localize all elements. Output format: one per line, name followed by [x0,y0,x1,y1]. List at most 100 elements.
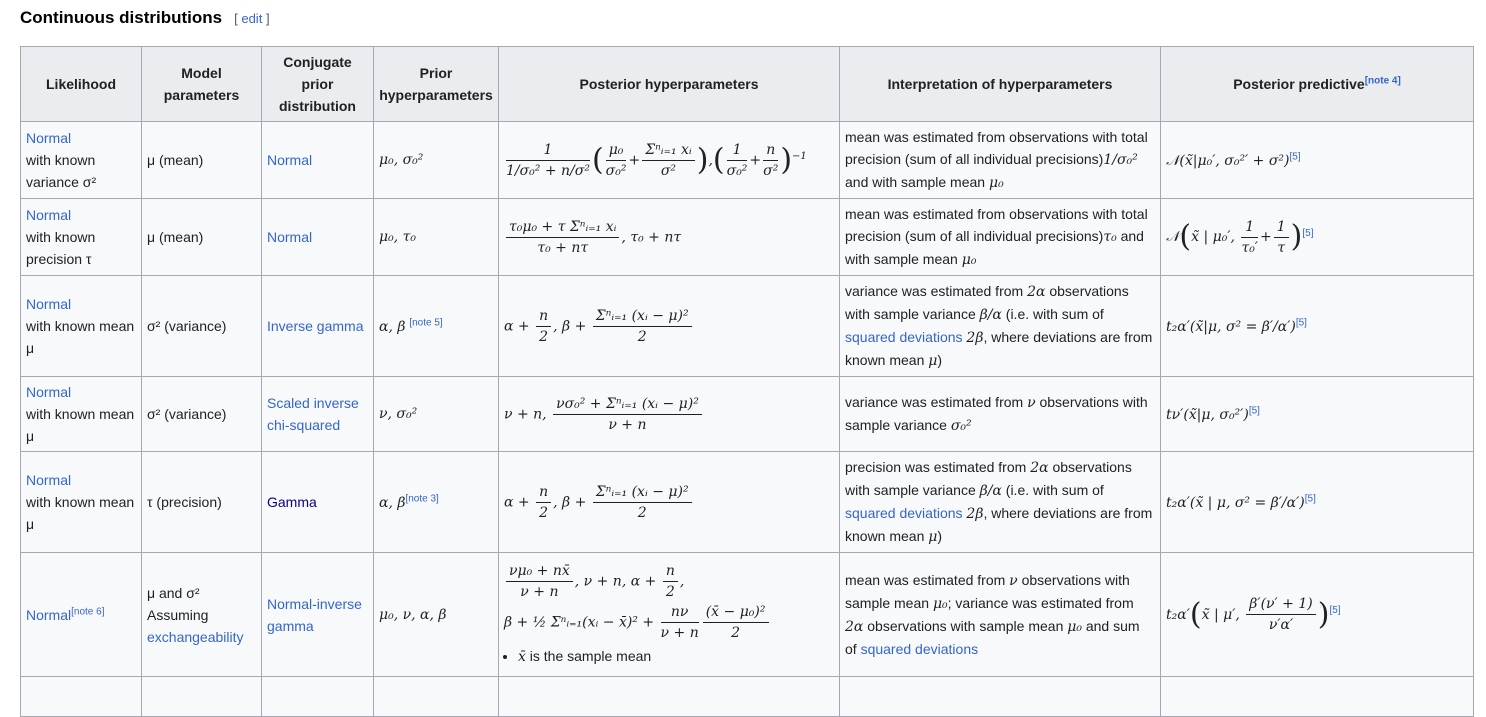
denominator: τ₀ + nτ [537,239,589,256]
hyperparameters-cell: μ₀, σ₀² [373,121,499,199]
math: μ₀ [1067,619,1082,635]
notes-list: x̄ is the sample mean [518,645,834,668]
normal-link[interactable]: Normal [26,130,72,146]
section-heading: Continuous distributions[ edit ] [20,8,270,28]
normal-link[interactable]: Normal [26,384,72,400]
math: , τ₀ + nτ [621,229,682,245]
list-item: x̄ is the sample mean [518,645,834,668]
math: μ₀ [961,252,977,268]
header-posterior-hyperparameters: Posterior hyperparameters [498,46,840,122]
interpretation-cell: variance was estimated from 2α observati… [839,275,1161,377]
fraction: νμ₀ + nx̄ ν + n [506,561,573,602]
text: ) [937,352,943,368]
math: α + [504,318,535,334]
denominator: 2 [731,625,741,641]
likelihood-cell: Normal[note 6] [20,552,142,677]
prior-link[interactable]: Normal [267,152,313,168]
model-parameters-cell: μ (mean) [141,121,262,199]
prior-link[interactable]: Normal-inverse gamma [267,595,362,634]
prior-link[interactable]: Normal [267,229,313,245]
note-link[interactable]: [note 4] [1364,75,1401,87]
prior-cell: Normal-inverse gamma [261,552,374,677]
text: Assuming [147,606,209,623]
interpretation-cell: mean was estimated from ν observations w… [839,552,1161,677]
numerator: νμ₀ + nx̄ [506,561,573,582]
predictive-cell: t₂α′(x̃ | μ′, β′(ν′ + 1)ν′α′)[5] [1160,552,1474,677]
text: is the sample mean [525,648,652,664]
reference-link[interactable]: [5] [1329,604,1341,616]
text: and with sample mean [845,174,989,190]
text: , where deviations are from known mean [845,329,1153,368]
prior-link[interactable]: Inverse gamma [267,318,364,334]
denominator: σ₀² [726,162,748,179]
text: μ and σ² [147,584,200,601]
hyperparameters-cell: μ₀, τ₀ [373,198,499,276]
denominator: τ₀′ [1241,239,1258,256]
math: t₂α′(x̃|μ, σ² = β′/α′) [1166,318,1296,335]
numerator: τ₀μ₀ + τ Σⁿᵢ₌₁ xᵢ [506,217,620,238]
text: observations with sample variance [845,394,1148,433]
math: β + ½ Σⁿᵢ₌₁(xᵢ − x̄)² + [504,614,659,631]
text: , where deviations are from known mean [845,505,1153,544]
prior-link[interactable]: Scaled inverse chi-squared [267,395,359,433]
squared-deviations-link[interactable]: squared deviations [860,641,979,657]
denominator: τ [1277,239,1286,256]
paren: ( [591,142,604,177]
numerator: 1 [1241,217,1258,238]
prior-link[interactable]: Gamma [267,494,317,510]
cell [373,676,499,717]
edit-link[interactable]: edit [241,11,263,26]
normal-link[interactable]: Normal [26,606,72,623]
denominator: 2 [539,328,549,345]
likelihood-detail: with known mean μ [26,318,135,356]
reference-link[interactable]: [5] [1302,227,1314,239]
denominator: ν + n [520,584,559,600]
model-parameters-cell: σ² (variance) [141,376,262,452]
normal-link[interactable]: Normal [26,472,72,488]
reference-link[interactable]: [5] [1248,404,1260,416]
squared-deviations-link[interactable]: squared deviations [845,505,963,521]
note-link[interactable]: [note 5] [409,316,443,328]
exchangeability-link[interactable]: exchangeability [147,628,244,645]
squared-deviations-link[interactable]: squared deviations [845,329,963,345]
text: mean was estimated from [845,572,1010,588]
normal-link[interactable]: Normal [26,207,72,223]
numerator: nν [660,602,699,623]
math: μ [928,353,938,369]
cell [20,676,142,717]
model-parameters-cell: μ and σ² Assuming exchangeability [141,552,262,677]
math: τ₀ [1103,229,1117,245]
math: tν′(x̃|μ, σ₀²′) [1166,406,1249,423]
denominator: σ² [763,162,779,179]
predictive-cell: 𝒩(x̃|μ₀′, σ₀²′ + σ²)[5] [1160,121,1474,199]
paren: ) [1290,219,1303,254]
math: 2α [845,619,864,635]
reference-link[interactable]: [5] [1295,316,1307,328]
model-parameters-cell: τ (precision) [141,451,262,553]
cell [498,676,840,717]
note-link[interactable]: [note 6] [71,605,105,617]
likelihood-cell: Normal with known mean μ [20,275,142,377]
math: β/α [979,307,1002,323]
model-parameters-cell: μ (mean) [141,198,262,276]
note-link[interactable]: [note 3] [405,492,439,504]
reference-link[interactable]: [5] [1289,150,1301,162]
numerator: μ₀ [605,140,627,161]
math: μ [928,529,938,545]
paren: ( [1179,219,1192,254]
reference-link[interactable]: [5] [1304,492,1316,504]
numerator: n [662,561,678,582]
math: 2α [1027,284,1046,300]
math: 1/σ₀² [1103,152,1138,168]
normal-link[interactable]: Normal [26,296,72,312]
